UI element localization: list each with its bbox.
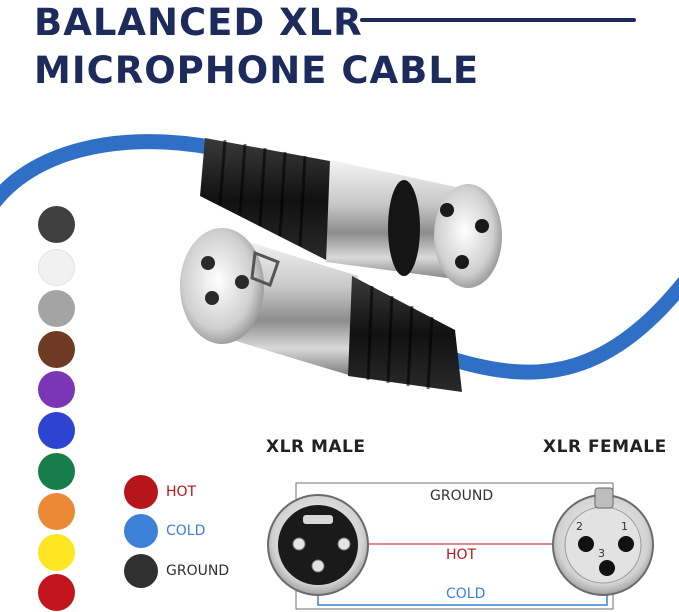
female-pin-2-label: 2 <box>576 520 583 533</box>
ground-wire-label: GROUND <box>430 488 494 504</box>
legend-dot-cold <box>124 514 158 548</box>
xlr-female-heading: XLR FEMALE <box>543 437 667 457</box>
hot-wire-label: HOT <box>446 547 477 563</box>
color-swatch-purple <box>38 371 75 408</box>
cable-left-segment <box>0 134 223 208</box>
color-swatch-orange <box>38 493 75 530</box>
cold-wire-label: COLD <box>446 586 486 602</box>
xlr-female-socket: 2 1 3 <box>552 487 654 596</box>
legend-label-ground: GROUND <box>166 563 230 579</box>
color-swatch-yellow <box>38 534 75 571</box>
title-line-2: MICROPHONE CABLE <box>34 49 480 92</box>
title-divider <box>360 18 636 22</box>
female-pin-1-label: 1 <box>621 520 628 533</box>
title-line-1: BALANCED XLR <box>34 1 363 44</box>
xlr-male-heading: XLR MALE <box>266 437 366 457</box>
color-swatch-white <box>38 249 75 286</box>
xlr-male-plug <box>267 494 369 596</box>
color-swatch-light-gray <box>38 290 75 327</box>
cable-right-segment <box>447 276 679 380</box>
female-xlr-connector <box>200 138 502 288</box>
color-swatch-brown <box>38 331 75 368</box>
legend-label-hot: HOT <box>166 484 197 500</box>
legend-label-cold: COLD <box>166 523 206 539</box>
legend-dot-ground <box>124 554 158 588</box>
color-swatch-dark-gray <box>38 206 75 243</box>
color-swatch-red <box>38 574 75 611</box>
legend-dot-hot <box>124 475 158 509</box>
color-swatch-blue <box>38 412 75 449</box>
female-pin-3-label: 3 <box>598 547 605 560</box>
male-xlr-connector <box>180 228 462 392</box>
color-swatch-green <box>38 453 75 490</box>
